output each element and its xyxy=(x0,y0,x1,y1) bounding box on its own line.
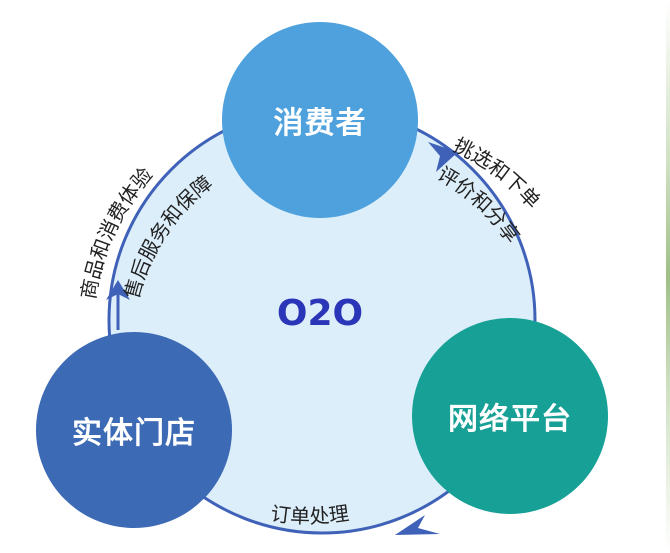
center-title: O2O xyxy=(276,293,364,334)
arrow-left-icon xyxy=(106,280,130,300)
node-store-label: 实体门店 xyxy=(72,416,196,451)
node-consumer-label: 消费者 xyxy=(273,106,367,141)
right-edge-strip xyxy=(666,0,670,553)
node-network-platform: 网络平台 xyxy=(412,318,608,514)
arrow-right-top-icon xyxy=(428,142,458,172)
arrow-bottom-icon xyxy=(395,515,440,535)
node-consumer: 消费者 xyxy=(222,22,418,218)
node-physical-store: 实体门店 xyxy=(36,332,232,528)
node-platform-label: 网络平台 xyxy=(448,402,572,437)
